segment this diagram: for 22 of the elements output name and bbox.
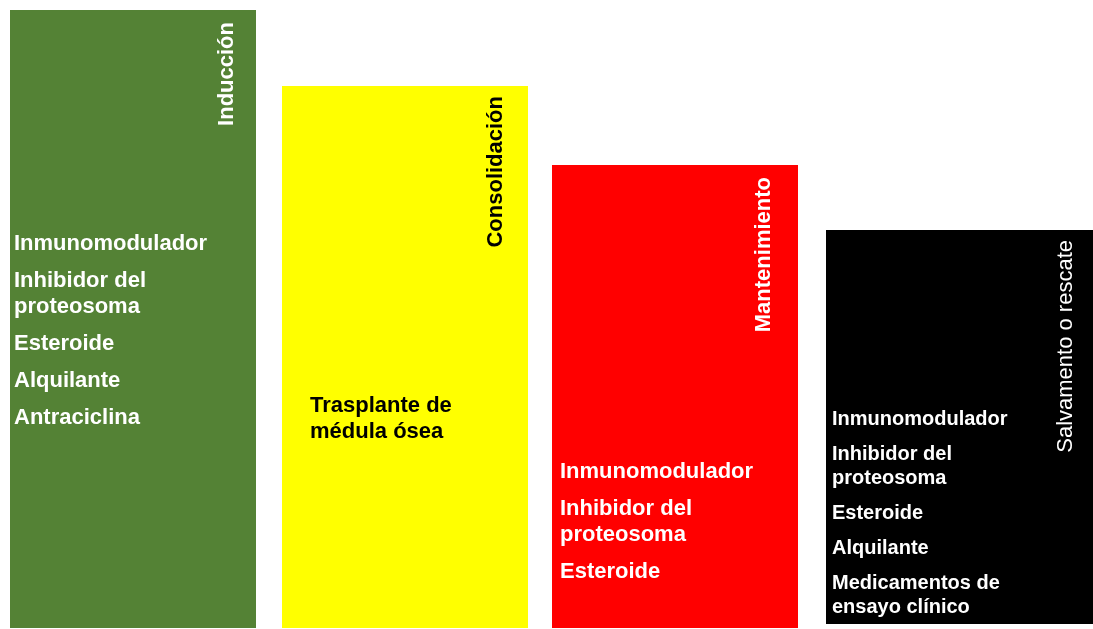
phase-panel bbox=[282, 86, 528, 628]
drug-class-label: Esteroide bbox=[14, 330, 116, 356]
drug-class-label: Esteroide bbox=[832, 500, 925, 524]
phase-heading: Consolidación bbox=[484, 96, 506, 248]
drug-class-label: Inmunomodulador bbox=[560, 458, 755, 484]
drug-class-label: Trasplante de médula ósea bbox=[310, 392, 453, 444]
drug-class-label: Inhibidor del proteosoma bbox=[560, 495, 693, 547]
drug-class-label: Inhibidor del proteosoma bbox=[14, 267, 147, 319]
phase-heading: Salvamento o rescate bbox=[1054, 240, 1076, 453]
phase-panel bbox=[826, 230, 1093, 624]
drug-class-label: Alquilante bbox=[832, 535, 930, 559]
phase-panel bbox=[10, 10, 256, 628]
drug-class-label: Antraciclina bbox=[14, 404, 141, 430]
drug-class-label: Inmunomodulador bbox=[14, 230, 209, 256]
drug-class-label: Alquilante bbox=[14, 367, 122, 393]
phase-heading: Inducción bbox=[215, 22, 237, 126]
phase-heading: Mantenimiento bbox=[752, 177, 774, 333]
drug-class-label: Medicamentos de ensayo clínico bbox=[832, 570, 1001, 618]
drug-class-label: Inhibidor del proteosoma bbox=[832, 441, 953, 489]
drug-class-label: Esteroide bbox=[560, 558, 662, 584]
phase-panel bbox=[552, 165, 798, 628]
drug-class-label: Inmunomodulador bbox=[832, 406, 1009, 430]
